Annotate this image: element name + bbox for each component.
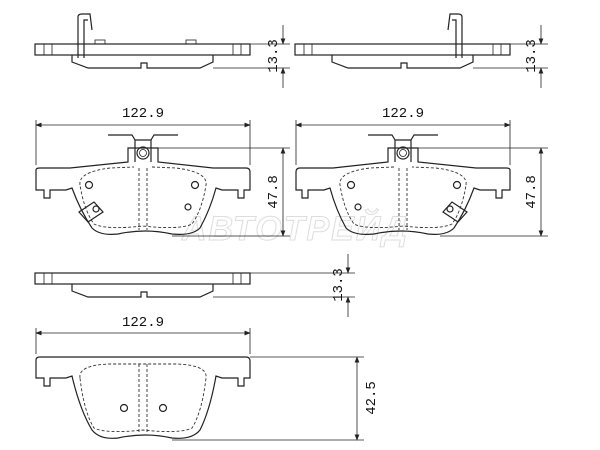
- watermark: АВТОТРЕЙД: [181, 209, 409, 248]
- dimension-height-label: 47.8: [524, 175, 540, 209]
- dimension-thickness-label: 13.3: [331, 268, 347, 302]
- dimension-width-label: 122.9: [382, 106, 424, 122]
- dimension-height-label: 47.8: [266, 175, 282, 209]
- dimension-width-label: 122.9: [122, 106, 164, 122]
- side-view-bottom: 13.3: [34, 254, 355, 317]
- dimension-thickness-label: 13.3: [266, 39, 282, 73]
- front-view-right: 122.9 47.8: [295, 106, 548, 237]
- front-view-left: 122.9 47.8: [35, 106, 290, 237]
- side-view-top-left: 13.3: [34, 13, 290, 88]
- side-view-top-right: 13.3: [294, 13, 548, 88]
- dimension-height-label: 42.5: [364, 381, 380, 415]
- front-view-bottom: 122.9 42.5: [35, 315, 380, 441]
- dimension-width-label: 122.9: [122, 315, 164, 331]
- dimension-thickness-label: 13.3: [524, 39, 540, 73]
